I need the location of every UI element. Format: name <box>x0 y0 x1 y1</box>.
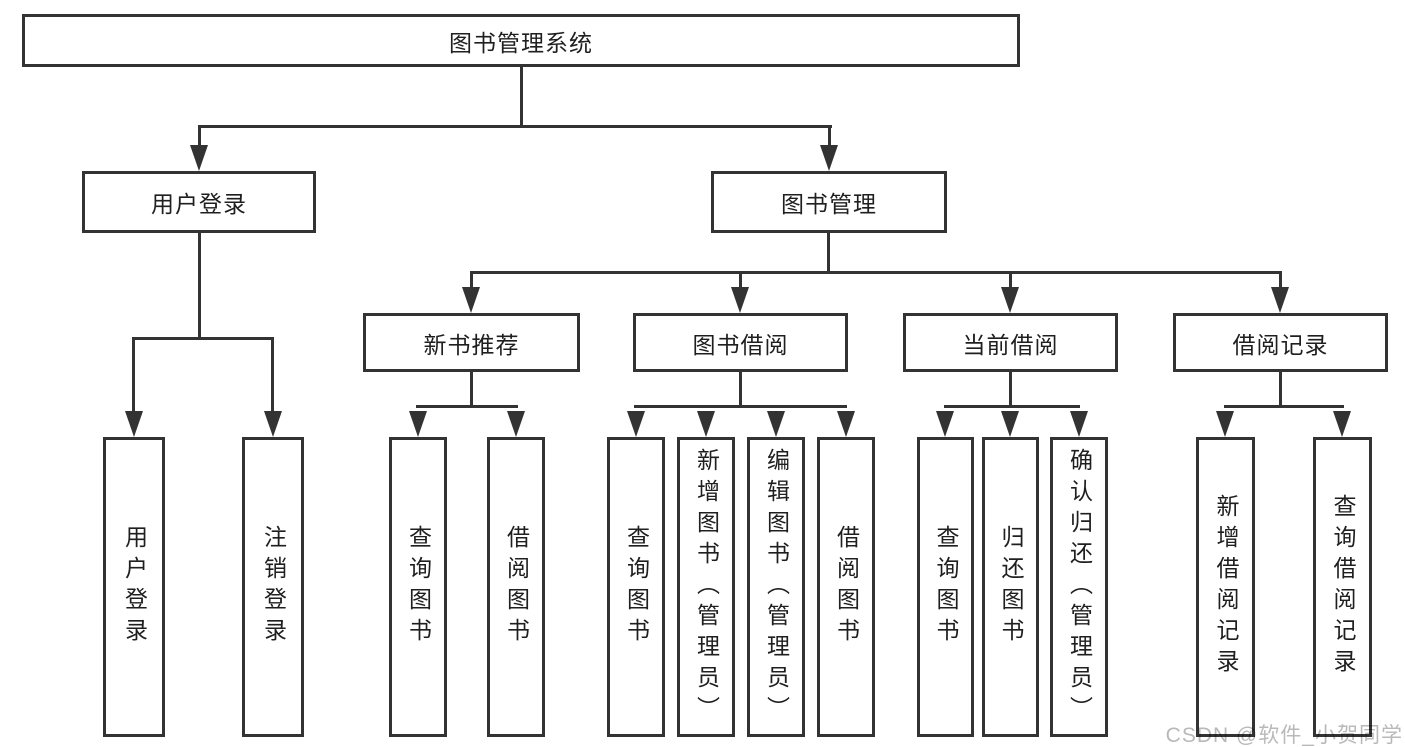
node-label: 查询图书 <box>623 525 650 649</box>
arrow-down-icon <box>936 411 954 437</box>
connector-line <box>198 233 201 340</box>
connector-line <box>198 125 201 147</box>
node-label: 用户登录 <box>121 525 148 649</box>
arrow-down-icon <box>1001 411 1019 437</box>
connector-line <box>470 271 1282 274</box>
connector-line <box>198 125 832 128</box>
arrow-down-icon <box>697 411 715 437</box>
node-book-management: 图书管理 <box>711 171 947 233</box>
arrow-down-icon <box>409 411 427 437</box>
connector-line <box>1224 405 1344 408</box>
connector-line <box>827 233 830 273</box>
leaf-add-borrow-record: 新增借阅记录 <box>1196 437 1255 737</box>
arrow-down-icon <box>1271 287 1289 313</box>
connector-line <box>1009 271 1012 289</box>
csdn-watermark: CSDN @软件_小贺同学 <box>1165 724 1403 747</box>
connector-line <box>470 271 473 289</box>
node-user-login: 用户登录 <box>82 171 316 233</box>
connector-line <box>944 405 1080 408</box>
node-label: 新增图书（管理员） <box>693 447 720 727</box>
node-label: 查询借阅记录 <box>1330 494 1356 680</box>
connector-line <box>416 405 518 408</box>
node-label: 查询图书 <box>405 525 432 649</box>
connector-line <box>271 337 274 413</box>
leaf-query-borrow-record: 查询借阅记录 <box>1313 437 1372 737</box>
node-label: 查询图书 <box>933 525 959 649</box>
leaf-return-books: 归还图书 <box>982 437 1039 737</box>
leaf-logout: 注销登录 <box>242 437 304 737</box>
node-label: 用户登录 <box>151 191 247 217</box>
leaf-add-books-admin: 新增图书（管理员） <box>677 437 735 737</box>
node-label: 借阅图书 <box>503 525 530 649</box>
connector-line <box>520 67 523 125</box>
arrow-down-icon <box>820 145 838 171</box>
arrow-down-icon <box>462 287 480 313</box>
node-library-management-system: 图书管理系统 <box>22 14 1020 67</box>
node-label: 借阅记录 <box>1232 331 1329 358</box>
connector-line <box>470 372 473 407</box>
connector-line <box>132 337 274 340</box>
node-label: 编辑图书（管理员） <box>763 447 790 727</box>
arrow-down-icon <box>1216 411 1234 437</box>
arrow-down-icon <box>627 411 645 437</box>
leaf-query-books-current: 查询图书 <box>917 437 974 737</box>
node-label: 借阅图书 <box>833 525 860 649</box>
node-label: 新书推荐 <box>423 331 520 358</box>
leaf-edit-books-admin: 编辑图书（管理员） <box>747 437 805 737</box>
arrow-down-icon <box>1070 411 1088 437</box>
node-borrowing-records: 借阅记录 <box>1173 313 1388 372</box>
node-label: 图书借阅 <box>692 331 789 358</box>
arrow-down-icon <box>125 411 143 437</box>
node-label: 注销登录 <box>260 525 287 649</box>
arrow-down-icon <box>1333 411 1351 437</box>
node-book-borrowing: 图书借阅 <box>633 313 848 372</box>
node-label: 确认归还（管理员） <box>1066 447 1093 727</box>
connector-line <box>828 125 831 147</box>
node-new-book-recommendation: 新书推荐 <box>363 313 580 372</box>
leaf-borrow-books-recommend: 借阅图书 <box>487 437 545 737</box>
connector-line <box>739 372 742 407</box>
connector-line <box>1009 372 1012 407</box>
arrow-down-icon <box>731 287 749 313</box>
leaf-confirm-return-admin: 确认归还（管理员） <box>1050 437 1108 737</box>
arrow-down-icon <box>264 411 282 437</box>
arrow-down-icon <box>837 411 855 437</box>
node-label: 当前借阅 <box>962 331 1059 358</box>
arrow-down-icon <box>1001 287 1019 313</box>
leaf-query-books-borrowing: 查询图书 <box>607 437 665 737</box>
leaf-borrow-books: 借阅图书 <box>817 437 875 737</box>
connector-line <box>1279 271 1282 289</box>
node-label: 图书管理系统 <box>449 29 593 56</box>
connector-line <box>132 337 135 413</box>
connector-line <box>1279 372 1282 407</box>
arrow-down-icon <box>767 411 785 437</box>
node-label: 新增借阅记录 <box>1213 494 1239 680</box>
leaf-user-login: 用户登录 <box>103 437 165 737</box>
arrow-down-icon <box>190 145 208 171</box>
node-label: 图书管理 <box>781 191 877 217</box>
arrow-down-icon <box>507 411 525 437</box>
node-label: 归还图书 <box>998 525 1024 649</box>
node-current-borrowing: 当前借阅 <box>903 313 1118 372</box>
leaf-query-books-recommend: 查询图书 <box>389 437 447 737</box>
connector-line <box>634 405 847 408</box>
connector-line <box>739 271 742 289</box>
